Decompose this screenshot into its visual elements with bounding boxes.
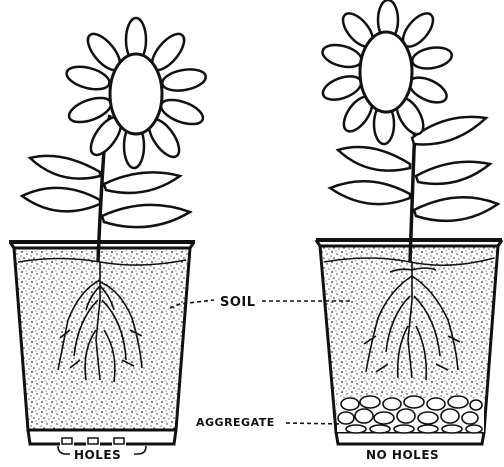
no-holes-label: NO HOLES [366,448,439,462]
aggregate-leader [286,423,342,424]
soil-label: SOIL [220,295,256,310]
right-sunflower [320,0,454,144]
left-pot-base [28,430,176,444]
left-leaves [22,156,190,227]
left-pot [14,248,190,430]
holes-label: HOLES [74,448,121,462]
right-plant-no-holes [316,0,502,444]
drainage-holes [62,438,124,444]
aggregate-label: AGGREGATE [196,416,275,429]
left-plant-with-holes [9,18,207,444]
left-sunflower [64,18,207,168]
aggregate-callout: AGGREGATE [196,416,342,429]
left-flower-center [110,54,162,134]
holes-callout: HOLES [58,446,146,462]
aggregate-layer [337,396,484,433]
right-flower-center [360,32,412,112]
right-pot-base [336,432,484,444]
